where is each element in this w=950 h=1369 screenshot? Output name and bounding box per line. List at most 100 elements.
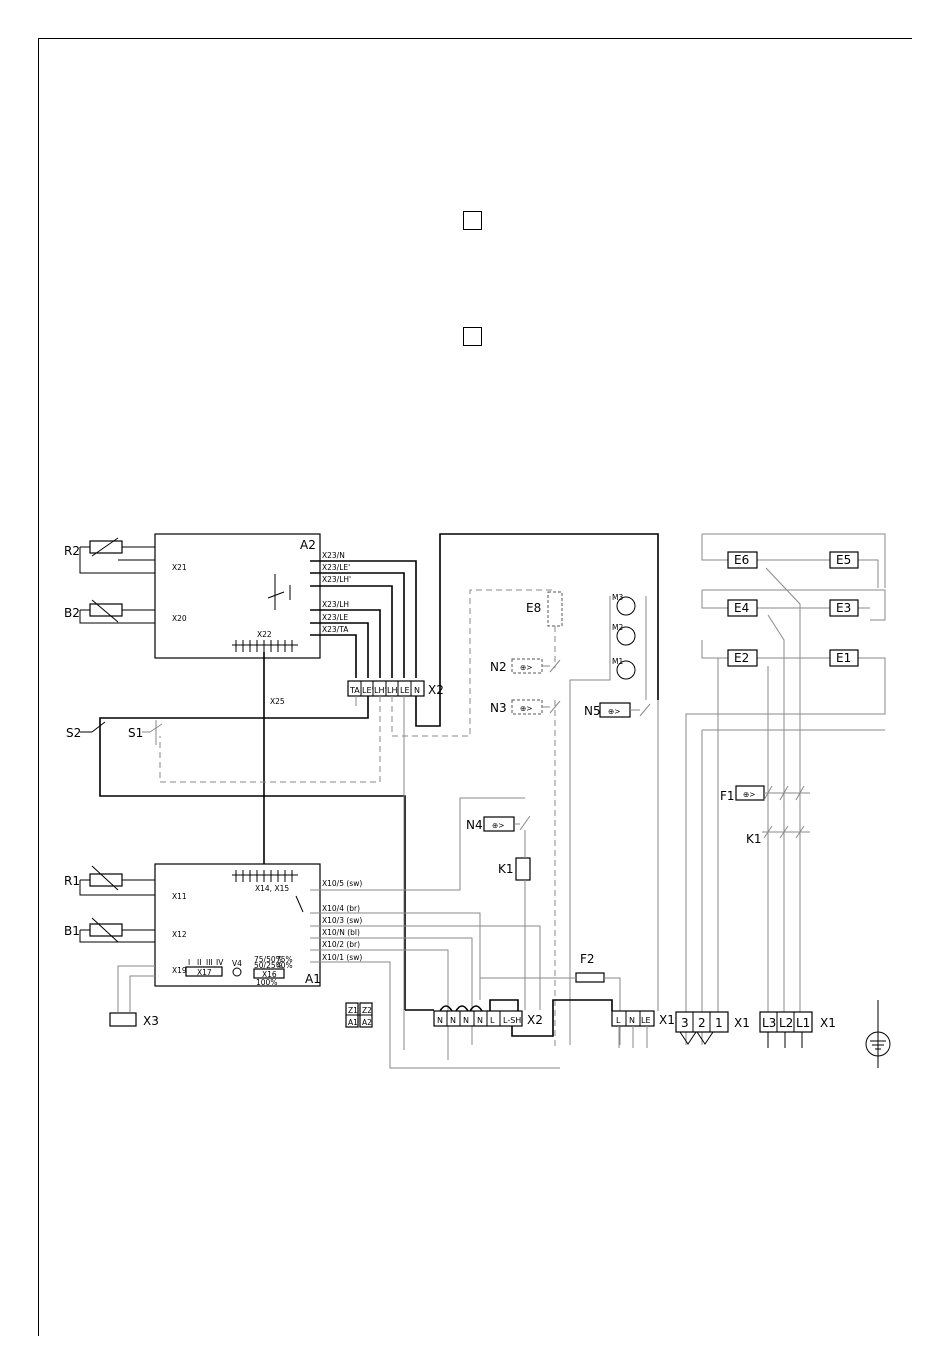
x20-label: X20 bbox=[172, 614, 187, 623]
e1-label: E1 bbox=[836, 651, 851, 665]
x1-mains-terminal-block bbox=[759, 1011, 813, 1033]
e6-label: E6 bbox=[734, 553, 749, 567]
e6-heater bbox=[727, 551, 758, 569]
x2-upper-t2: LE' bbox=[362, 686, 374, 695]
n2-label: N2 bbox=[490, 660, 507, 674]
x16-footer: 100% bbox=[256, 978, 277, 987]
n3-thermo-icon: ⊕> bbox=[520, 704, 533, 713]
x1-heater-t3: 1 bbox=[715, 1016, 723, 1030]
n2-thermo-icon: ⊕> bbox=[520, 663, 533, 672]
x1-heater-label: X1 bbox=[734, 1016, 750, 1030]
x2-lower-t5: L bbox=[490, 1016, 495, 1025]
n3-label: N3 bbox=[490, 701, 507, 715]
a2-terminal-6: X23/TA bbox=[322, 625, 349, 634]
x1-mains-t3: L1 bbox=[796, 1016, 810, 1030]
x17-step-2: II bbox=[197, 958, 201, 967]
e3-label: E3 bbox=[836, 601, 851, 615]
a1-terminal-4: X10/N (bl) bbox=[322, 928, 360, 937]
x2-lower-t4: N bbox=[477, 1016, 483, 1025]
x16-level-1: 75/50% bbox=[254, 955, 283, 964]
x21-label: X21 bbox=[172, 563, 187, 572]
s1-switch bbox=[142, 720, 163, 745]
e8-heater bbox=[547, 591, 563, 627]
v4-led-icon bbox=[232, 967, 242, 977]
z1-bottom: A1 bbox=[348, 1018, 358, 1027]
r2-label: R2 bbox=[64, 544, 80, 558]
x16-block bbox=[253, 968, 285, 979]
x17-label: X17 bbox=[197, 968, 212, 977]
a2-terminal-2: X23/LE' bbox=[322, 563, 350, 572]
m2-fan-icon bbox=[616, 626, 636, 646]
x22-label: X22 bbox=[257, 630, 272, 639]
a1-controller-box bbox=[154, 863, 321, 987]
e8-label: E8 bbox=[526, 601, 541, 615]
x1-supply-label: X1 bbox=[659, 1013, 675, 1027]
k1-coil bbox=[515, 857, 531, 881]
x17-block bbox=[185, 966, 223, 977]
k1-coil-label: K1 bbox=[498, 862, 514, 876]
x14-x15-connector bbox=[232, 870, 298, 882]
e4-heater bbox=[727, 599, 758, 617]
x1-supply-t3: LE bbox=[641, 1016, 651, 1025]
k1-contacts bbox=[762, 825, 810, 839]
x1-mains-label: X1 bbox=[820, 1016, 836, 1030]
x12-label: X12 bbox=[172, 930, 187, 939]
b2-sensor bbox=[89, 603, 123, 617]
x2-upper-t3: LH' bbox=[374, 686, 387, 695]
e3-heater bbox=[829, 599, 859, 617]
n4-label: N4 bbox=[466, 818, 483, 832]
x25-label: X25 bbox=[270, 697, 285, 706]
earth-ground-icon bbox=[865, 1031, 891, 1057]
e5-label: E5 bbox=[836, 553, 851, 567]
m2-label: M2 bbox=[612, 623, 623, 632]
a2-controller-box bbox=[154, 533, 321, 659]
r1-label: R1 bbox=[64, 874, 80, 888]
x1-heater-t1: 3 bbox=[681, 1016, 689, 1030]
m1-fan-icon bbox=[616, 660, 636, 680]
a2-terminal-3: X23/LH' bbox=[322, 575, 351, 584]
a1-terminal-2: X10/4 (br) bbox=[322, 904, 360, 913]
x2-lower-t2: N bbox=[450, 1016, 456, 1025]
b1-label: B1 bbox=[64, 924, 80, 938]
z2-bottom: A2 bbox=[362, 1018, 372, 1027]
x1-supply-t1: L bbox=[616, 1016, 621, 1025]
z2-top: Z2 bbox=[362, 1006, 372, 1015]
frame-top-border bbox=[38, 38, 912, 39]
b1-sensor bbox=[89, 923, 123, 937]
m3-fan-icon bbox=[616, 596, 636, 616]
checkbox-2[interactable] bbox=[463, 327, 482, 346]
x1-heater-terminal-block bbox=[675, 1011, 729, 1033]
x16-level-4: 40% bbox=[276, 961, 293, 970]
e2-heater bbox=[727, 649, 758, 667]
a2-terminal-1: X23/N bbox=[322, 551, 345, 560]
x16-level-3: 75% bbox=[276, 955, 293, 964]
x2-lower-label: X2 bbox=[527, 1013, 543, 1027]
r2-resistor bbox=[89, 540, 123, 554]
e5-heater bbox=[829, 551, 859, 569]
m1-label: M1 bbox=[612, 657, 623, 666]
s2-label: S2 bbox=[66, 726, 81, 740]
a1-terminal-6: X10/1 (sw) bbox=[322, 953, 362, 962]
x2-lower-t6: L-SH bbox=[503, 1016, 521, 1025]
a1-label: A1 bbox=[305, 972, 321, 986]
x16-label: X16 bbox=[262, 970, 277, 979]
x19-label: X19 bbox=[172, 966, 187, 975]
x17-step-3: III bbox=[206, 958, 213, 967]
k1-contacts-label: K1 bbox=[746, 832, 762, 846]
x14-x15-label: X14, X15 bbox=[255, 884, 289, 893]
x2-upper-t4: LH bbox=[387, 686, 397, 695]
f2-label: F2 bbox=[580, 952, 595, 966]
x22-connector bbox=[232, 640, 298, 652]
x17-step-1: I bbox=[188, 958, 190, 967]
f1-thermo-icon: ⊕> bbox=[743, 790, 756, 799]
x11-label: X11 bbox=[172, 892, 187, 901]
x1-heater-t2: 2 bbox=[698, 1016, 706, 1030]
v4-label: V4 bbox=[232, 959, 242, 968]
z1-top: Z1 bbox=[348, 1006, 358, 1015]
a2-terminal-4: X23/LH bbox=[322, 600, 349, 609]
x1-mains-t1: L3 bbox=[762, 1016, 776, 1030]
b2-label: B2 bbox=[64, 606, 80, 620]
x2-upper-t6: N bbox=[414, 686, 420, 695]
n5-label: N5 bbox=[584, 704, 601, 718]
checkbox-1[interactable] bbox=[463, 211, 482, 230]
